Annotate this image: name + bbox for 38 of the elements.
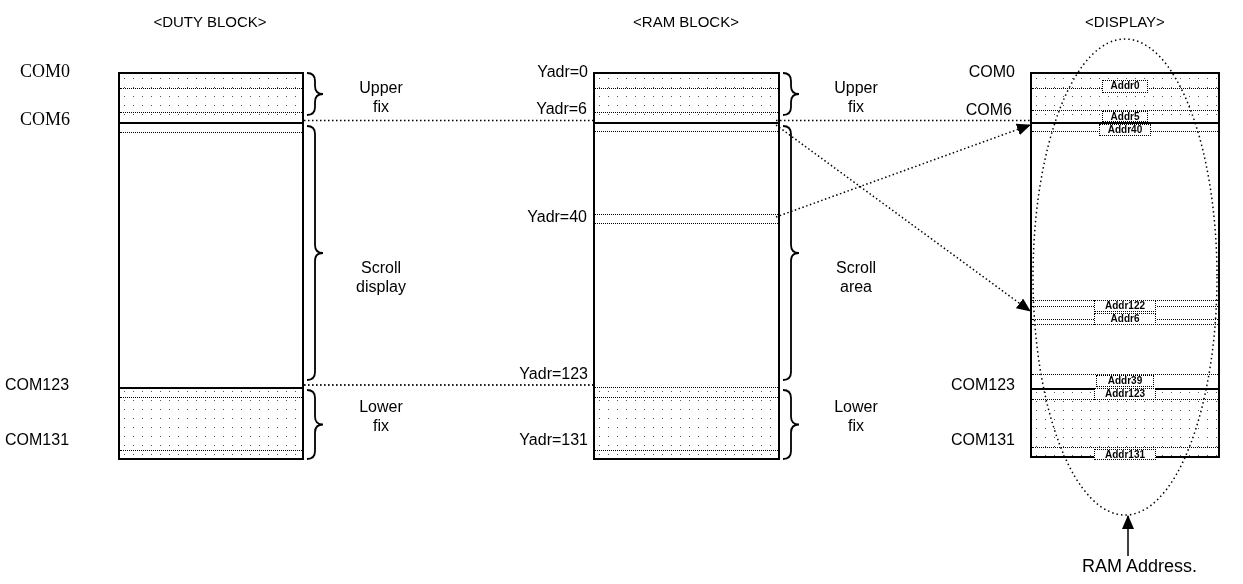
label-text: Yadr=123 bbox=[518, 364, 588, 383]
arrow bbox=[775, 124, 1031, 312]
address-tag: Addr122 bbox=[1094, 300, 1156, 312]
label-text: Lower fix bbox=[833, 397, 879, 435]
label-text: <RAM BLOCK> bbox=[632, 12, 740, 31]
label-text: COM123 bbox=[5, 375, 71, 394]
label-text: Yadr=0 bbox=[536, 62, 588, 81]
row-label: Yadr=6 bbox=[535, 99, 587, 118]
row-strip bbox=[595, 214, 778, 224]
label-text: <DUTY BLOCK> bbox=[152, 12, 268, 31]
memory-block bbox=[118, 72, 304, 460]
dotted-ellipse bbox=[1032, 38, 1218, 516]
label-text: Lower fix bbox=[358, 397, 404, 435]
label-text: Upper fix bbox=[833, 78, 879, 116]
label-text: <DISPLAY> bbox=[1084, 12, 1166, 31]
label-text: COM0 bbox=[967, 62, 1015, 81]
address-tag: Addr40 bbox=[1099, 124, 1151, 136]
address-tag: Addr39 bbox=[1096, 375, 1154, 387]
label-text: COM6 bbox=[964, 100, 1012, 119]
label-text: Scroll area bbox=[835, 258, 877, 296]
arrow bbox=[1122, 515, 1134, 557]
row-label: Yadr=40 bbox=[526, 207, 587, 226]
address-tag: Addr131 bbox=[1094, 449, 1156, 460]
arrow bbox=[775, 123, 1031, 218]
address-tag: Addr5 bbox=[1102, 111, 1148, 122]
label-text: COM131 bbox=[949, 430, 1015, 449]
label-text: Upper fix bbox=[358, 78, 404, 116]
label-text: COM123 bbox=[949, 375, 1015, 394]
label-text: COM6 bbox=[20, 110, 71, 129]
address-tag: Addr0 bbox=[1102, 80, 1148, 93]
label-text: Yadr=131 bbox=[518, 430, 588, 449]
caption-text: RAM Address. bbox=[1082, 556, 1242, 580]
label-text: COM0 bbox=[20, 62, 71, 81]
label-text: Scroll display bbox=[355, 258, 407, 296]
address-tag: Addr123 bbox=[1094, 388, 1156, 400]
memory-block bbox=[593, 72, 780, 460]
address-tag: Addr6 bbox=[1094, 313, 1156, 325]
label-text: COM131 bbox=[5, 430, 71, 449]
